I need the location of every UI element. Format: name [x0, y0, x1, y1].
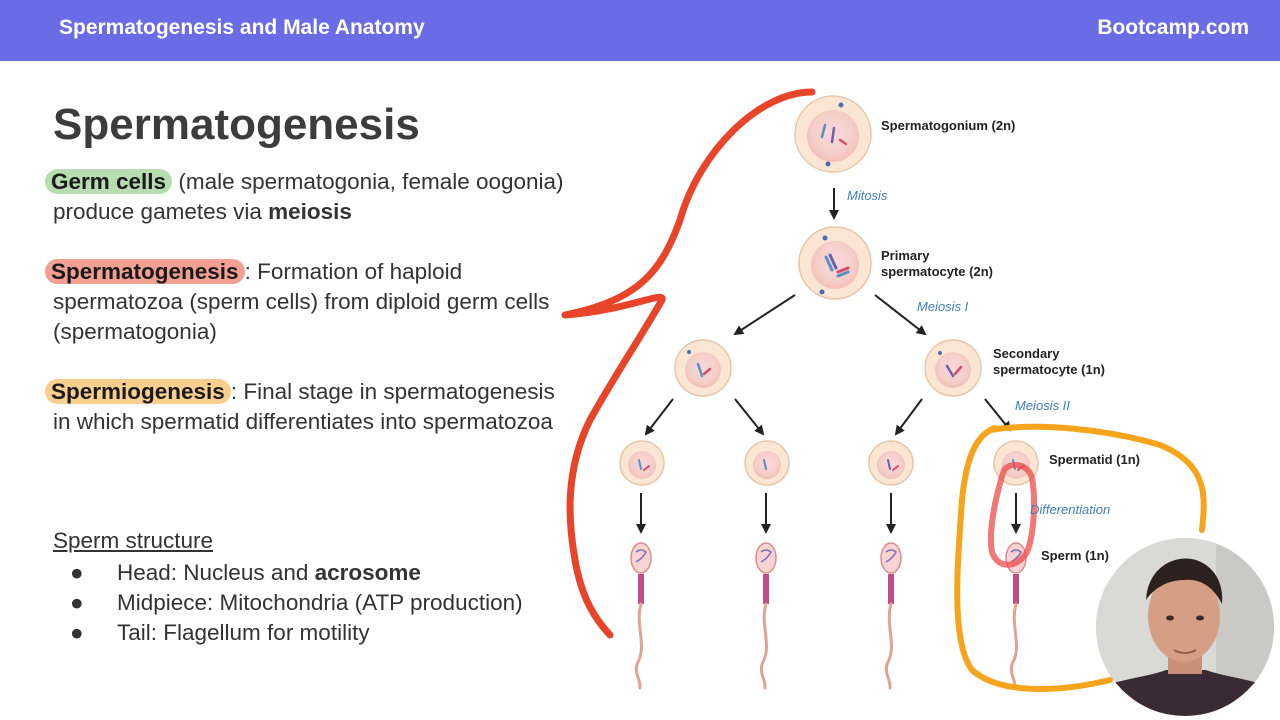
spermiogenesis-term: Spermiogenesis [45, 379, 231, 404]
flow-arrows [636, 188, 1021, 534]
spermiogenesis-paragraph: Spermiogenesis: Final stage in spermatog… [45, 377, 573, 437]
step-meiosis-2: Meiosis II [1015, 398, 1070, 413]
label-spermatid: Spermatid (1n) [1049, 452, 1141, 467]
head-text: Head: Nucleus and [117, 560, 315, 585]
lecture-title: Spermatogenesis and Male Anatomy [59, 16, 425, 39]
step-meiosis-1: Meiosis I [917, 299, 969, 314]
acrosome-term: acrosome [314, 560, 421, 585]
secondary-spermatocyte-cell-left [674, 339, 732, 397]
webcam-overlay [1096, 538, 1274, 716]
list-item: ● Tail: Flagellum for motility [70, 618, 523, 648]
step-mitosis: Mitosis [847, 188, 888, 203]
spermatid-cell-3 [868, 440, 914, 486]
list-item: ● Midpiece: Mitochondria (ATP production) [70, 588, 523, 618]
tail-text: Tail: Flagellum for motility [117, 620, 370, 645]
label-primary-line1: Primary [881, 248, 930, 263]
sperm-cell-2 [755, 542, 777, 690]
slide-title: Spermatogenesis [53, 100, 420, 149]
secondary-spermatocyte-cell-right [924, 339, 982, 397]
brand-name: Bootcamp.com [1097, 16, 1249, 39]
sperm-cell-1 [630, 542, 652, 690]
label-primary-line2: spermatocyte (2n) [881, 264, 993, 279]
sperm-cell-3 [880, 542, 902, 690]
midpiece-text: Midpiece: Mitochondria (ATP production) [117, 590, 523, 615]
spermatogenesis-term: Spermatogenesis [45, 259, 245, 284]
step-differentiation: Differentiation [1030, 502, 1111, 517]
bullet-icon: ● [70, 620, 84, 645]
red-highlight-loop [987, 462, 1038, 568]
label-spermatogonium: Spermatogonium (2n) [881, 118, 1016, 133]
meiosis-term: meiosis [268, 199, 352, 224]
spermatogenesis-text: : Formation of haploid spermatozoa (sper… [53, 259, 550, 344]
label-secondary-line1: Secondary [993, 346, 1060, 361]
spermiogenesis-text: : Final stage in spermatogenesis in whic… [53, 379, 555, 434]
primary-spermatocyte-cell [798, 226, 872, 300]
sperm-structure-heading: Sperm structure [53, 528, 214, 553]
label-sperm: Sperm (1n) [1041, 548, 1109, 563]
germ-cells-text: (male spermatogonia, female oogonia) pro… [53, 169, 564, 224]
bullet-icon: ● [70, 560, 84, 585]
list-item: ● Head: Nucleus and acrosome [70, 558, 523, 588]
bullet-icon: ● [70, 590, 84, 615]
spermatogonium-cell [794, 95, 872, 173]
germ-cells-term: Germ cells [45, 169, 173, 194]
header-bar: Spermatogenesis and Male Anatomy Bootcam… [0, 0, 1280, 61]
sperm-structure-list: ● Head: Nucleus and acrosome ● Midpiece: M… [70, 558, 523, 648]
label-secondary-line2: spermatocyte (1n) [993, 362, 1105, 377]
spermatid-cell-1 [619, 440, 665, 486]
orange-annotation-loop [954, 423, 1207, 692]
presenter-video [1096, 538, 1274, 716]
spermatid-cell-2 [744, 440, 790, 486]
germ-cells-paragraph: Germ cells (male spermatogonia, female o… [45, 167, 573, 227]
spermatogenesis-paragraph: Spermatogenesis: Formation of haploid sp… [45, 257, 573, 347]
red-annotation-stroke [561, 88, 816, 639]
